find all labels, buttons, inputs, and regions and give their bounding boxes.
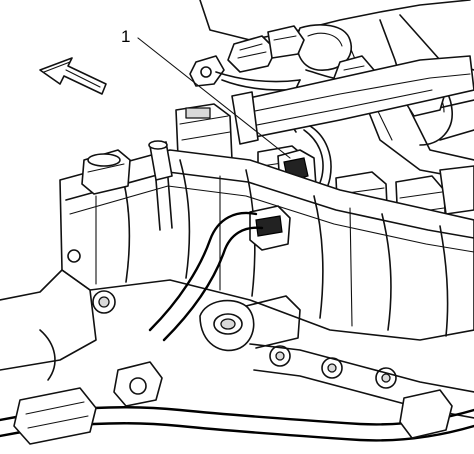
engine-block-left bbox=[0, 249, 116, 381]
lower-bracket-row bbox=[249, 343, 474, 419]
lower-wiring-harness bbox=[0, 361, 474, 445]
callout-1: 1 bbox=[121, 27, 291, 159]
oil-fill-cap bbox=[81, 149, 131, 195]
coolant-hose bbox=[148, 211, 264, 342]
upper-wiring-harness bbox=[189, 25, 447, 133]
fuel-rail bbox=[231, 55, 474, 145]
camshaft-sensor bbox=[249, 205, 291, 251]
front-direction-arrow-icon bbox=[39, 57, 107, 95]
pcv-tube bbox=[148, 140, 173, 231]
callout-1-label: 1 bbox=[121, 27, 130, 46]
coolant-outlet bbox=[199, 295, 301, 352]
